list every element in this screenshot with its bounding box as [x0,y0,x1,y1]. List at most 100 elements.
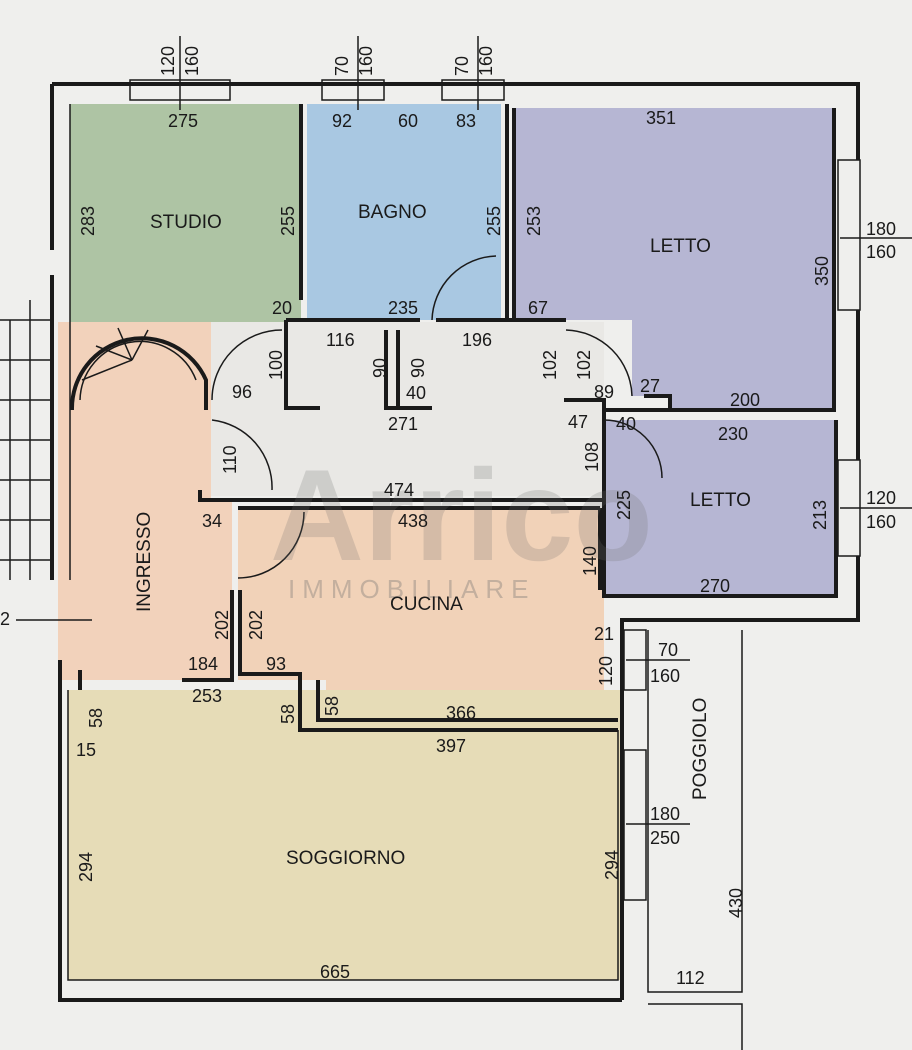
dim-label: 160 [866,242,896,262]
dim-label: 200 [730,390,760,410]
dim-label: 270 [700,576,730,596]
dim-label: 250 [650,828,680,848]
dim-label: 202 [212,610,232,640]
dim-label: 430 [726,888,746,918]
door-arcs [211,255,663,579]
dim-label: 27 [640,376,660,396]
dim-label: 438 [398,511,428,531]
dim-label: 108 [582,442,602,472]
dim-label: 140 [580,546,600,576]
dim-label: 47 [568,412,588,432]
dim-label: 225 [614,490,634,520]
dim-label: 116 [326,330,355,350]
dim-label: 397 [436,736,466,756]
interior-walls [78,104,838,732]
room-label-letto-2: LETTO [690,490,751,511]
dim-label: 67 [528,298,548,318]
dim-label: 15 [76,740,96,760]
watermark-brand: Arrico [270,442,653,588]
dim-label: 70 [332,56,352,76]
room-label-poggiolo: POGGIOLO [690,698,711,800]
outer-wall [50,82,860,1002]
dim-label: 92 [332,111,352,131]
poggiolo-outline [647,630,743,993]
room-label-bagno: BAGNO [358,202,427,223]
dim-label: 351 [646,108,676,128]
dim-label: 83 [456,111,476,131]
dimension-lines [16,36,912,825]
dim-label: 70 [658,640,678,660]
dim-label: 255 [278,206,298,236]
dim-label: 253 [192,686,222,706]
dim-label: 184 [188,654,218,674]
dim-label: 2 [0,609,10,629]
dim-label: 102 [540,350,560,380]
dim-label: 160 [476,46,496,76]
dim-label: 34 [202,511,222,531]
dim-label: 350 [812,256,832,286]
dim-label: 102 [574,350,594,380]
dim-label: 90 [408,358,428,378]
dim-label: 283 [78,206,98,236]
room-fill-ingresso [58,322,232,680]
room-fill-bagno [307,104,501,320]
dimension-labels-vertical: 120 160 70 160 70 160 283 255 255 253 35… [76,46,832,918]
dim-label: 160 [866,512,896,532]
dim-label: 58 [322,696,342,716]
room-label-ingresso: INGRESSO [134,512,155,612]
dim-label: 100 [266,350,286,380]
dim-label: 294 [602,850,622,880]
dim-label: 294 [76,852,96,882]
dim-label: 271 [388,414,418,434]
dim-label: 366 [446,703,476,723]
room-label-studio: STUDIO [150,212,222,233]
dim-label: 70 [452,56,472,76]
dim-label: 110 [220,445,240,474]
dim-label: 255 [484,206,504,236]
dim-label: 230 [718,424,748,444]
dim-label: 40 [616,414,636,434]
room-fill-letto-2 [604,420,836,596]
dim-label: 180 [650,804,680,824]
dim-label: 196 [462,330,492,350]
dim-label: 120 [158,46,178,76]
poggiolo-outline-2 [648,1003,743,1050]
dim-label: 96 [232,382,252,402]
outer-wall-inner-line [67,104,619,981]
dim-label: 93 [266,654,286,674]
watermark-sub: IMMOBILIARE [288,574,535,604]
room-label-cucina: CUCINA [390,594,463,615]
room-label-letto-1: LETTO [650,236,711,257]
dim-label: 58 [278,704,298,724]
dim-label: 89 [594,382,614,402]
room-label-soggiorno: SOGGIORNO [286,848,405,869]
dim-label: 180 [866,219,896,239]
dim-label: 120 [596,656,616,686]
dim-label: 665 [320,962,350,982]
dimension-labels: 275 92 60 83 351 180 160 20 235 67 116 1… [0,108,896,988]
dim-label: 474 [384,480,414,500]
dim-label: 160 [356,46,376,76]
room-fill-soggiorno [68,690,621,980]
room-fill-cucina [238,508,604,720]
dim-label: 160 [650,666,680,686]
dim-label: 253 [524,206,544,236]
spiral-staircase [69,327,208,411]
dim-label: 21 [594,624,614,644]
dim-label: 202 [246,610,266,640]
dim-label: 120 [866,488,896,508]
straight-staircase [0,300,50,580]
dim-label: 20 [272,298,292,318]
dim-label: 90 [370,358,390,378]
dim-label: 235 [388,298,418,318]
dim-label: 213 [810,500,830,530]
dim-label: 275 [168,111,198,131]
dim-label: 160 [182,46,202,76]
dim-label: 58 [86,708,106,728]
dim-label: 112 [676,968,705,988]
room-fill-letto-1 [514,108,834,410]
dim-label: 40 [406,383,426,403]
dim-label: 60 [398,111,418,131]
